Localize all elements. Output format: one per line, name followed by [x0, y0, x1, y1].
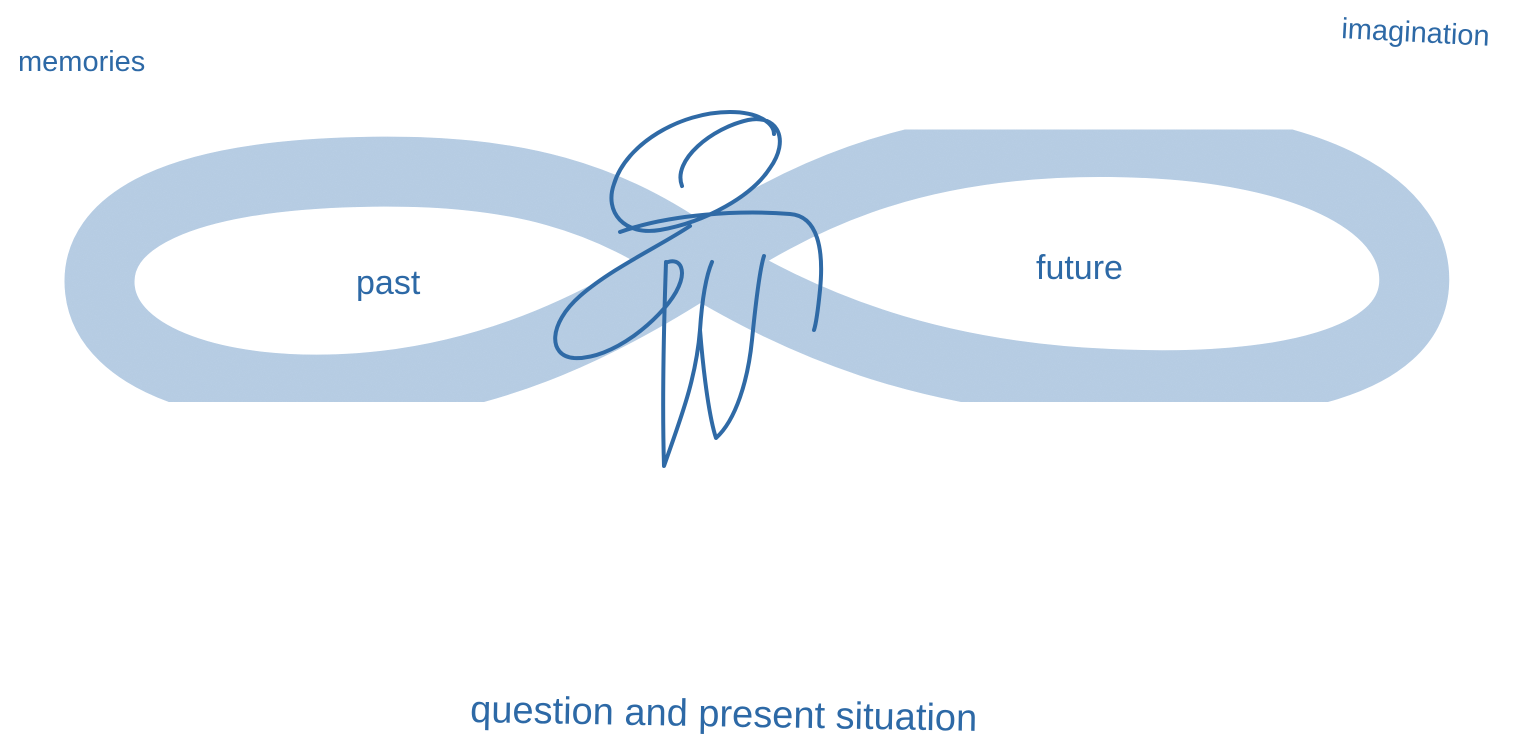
loop-band — [99, 142, 1414, 390]
future-label: future — [1036, 249, 1123, 287]
question-label: question and present situation — [470, 689, 978, 735]
infinity-loop — [99, 142, 1414, 390]
imagination-label: imagination — [1341, 13, 1491, 53]
past-label: past — [356, 264, 421, 302]
memories-label: memories — [18, 46, 145, 78]
